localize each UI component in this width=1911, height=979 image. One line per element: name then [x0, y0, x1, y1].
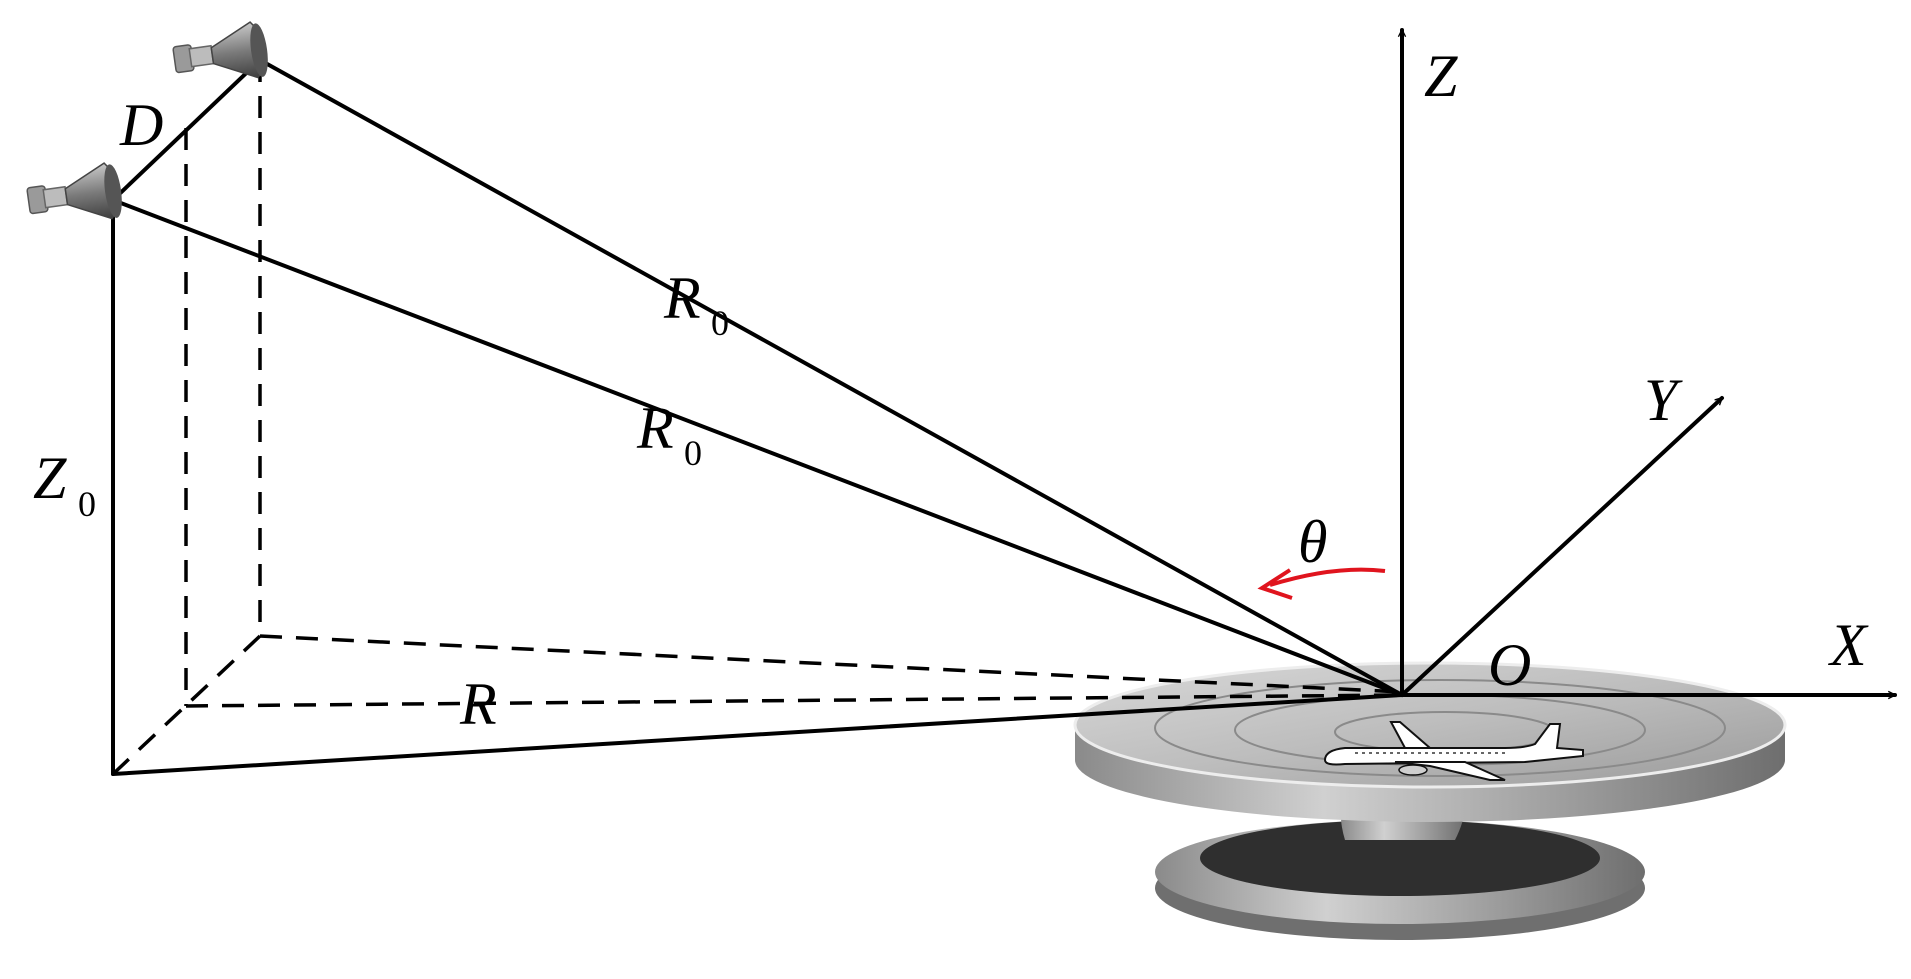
- svg-text:R: R: [663, 265, 701, 331]
- y-axis: [1400, 396, 1724, 697]
- origin-label: O: [1488, 632, 1531, 698]
- svg-text:0: 0: [684, 433, 702, 473]
- upper-slant-range-label: R 0: [663, 265, 729, 343]
- ground-line: [111, 693, 1404, 776]
- y-axis-label: Y: [1644, 367, 1683, 433]
- horn-antenna-icon: [26, 162, 122, 220]
- z-axis-label: Z: [1424, 43, 1458, 109]
- upper-ground-range-dashed: [259, 634, 1403, 694]
- upper-slant-range-line: [258, 58, 1404, 697]
- lower-slant-range-label: R 0: [636, 395, 702, 473]
- ground-range-label: R: [459, 671, 497, 737]
- ground-range-dashed: [185, 693, 1403, 708]
- airplane-icon: [1323, 721, 1584, 781]
- horn-antenna-icon: [172, 21, 268, 79]
- rotation-angle-label: θ: [1298, 509, 1327, 575]
- turntable-icon: [1073, 661, 1787, 940]
- height-label: Z 0: [33, 445, 96, 524]
- svg-text:0: 0: [711, 303, 729, 343]
- antenna-spacing-label: D: [119, 92, 163, 158]
- x-axis-label: X: [1828, 612, 1869, 678]
- svg-text:Z: Z: [33, 445, 67, 511]
- rotation-arrow: [1257, 567, 1386, 600]
- svg-text:R: R: [636, 395, 674, 461]
- svg-text:0: 0: [78, 484, 96, 524]
- antenna-baseline: [111, 58, 262, 202]
- lower-slant-range-line: [111, 198, 1404, 697]
